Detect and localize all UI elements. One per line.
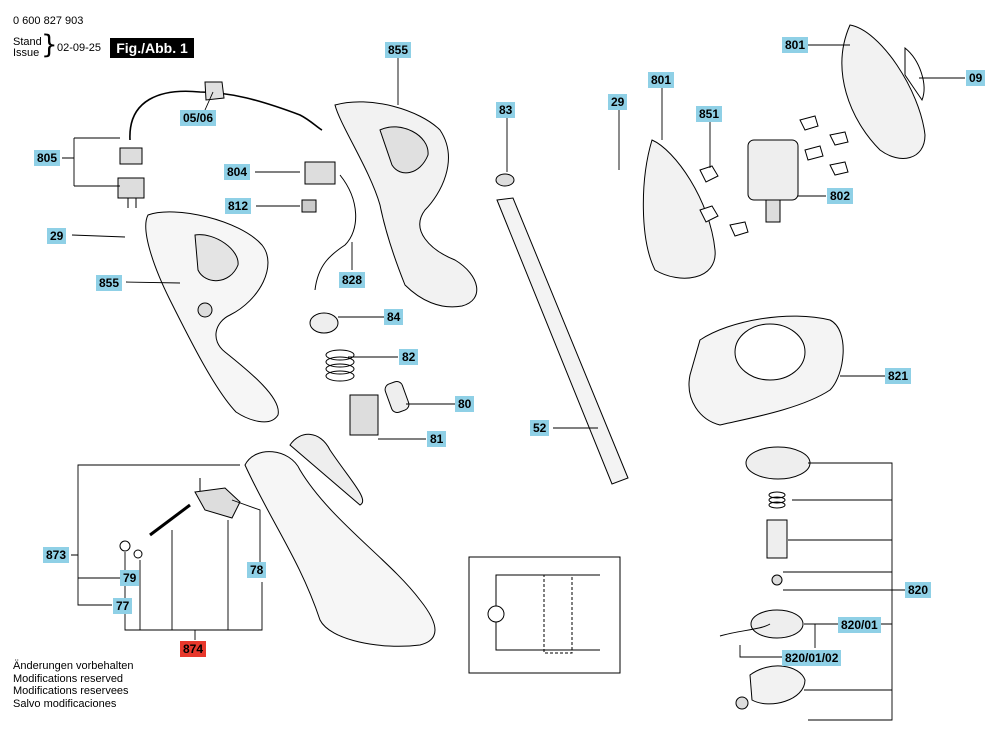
nut-set xyxy=(699,115,849,237)
part-label-09[interactable]: 09 xyxy=(966,70,986,86)
part-label-82[interactable]: 82 xyxy=(399,349,419,365)
issue-label: Issue xyxy=(13,47,40,59)
brace-glyph: } xyxy=(41,30,58,60)
part-label-801-top[interactable]: 801 xyxy=(782,37,809,53)
spring-small xyxy=(768,491,786,509)
part-label-820[interactable]: 820 xyxy=(905,582,932,598)
part-label-83[interactable]: 83 xyxy=(496,102,516,118)
footer-line: Salvo modificaciones xyxy=(13,697,117,710)
part-label-80[interactable]: 80 xyxy=(455,396,475,412)
part-label-52[interactable]: 52 xyxy=(530,420,550,436)
cap-83 xyxy=(495,173,515,187)
footer-line: Änderungen vorbehalten xyxy=(13,660,134,672)
plug-part xyxy=(117,147,145,208)
part-number: 0 600 827 903 xyxy=(13,15,84,27)
part-label-84[interactable]: 84 xyxy=(384,309,404,325)
part-label-79[interactable]: 79 xyxy=(120,570,140,586)
switch-81 xyxy=(349,394,379,436)
wire-828 xyxy=(314,174,357,291)
figure-label: Fig./Abb. 1 xyxy=(110,38,194,58)
part-label-874[interactable]: 874 xyxy=(180,641,207,657)
tube-52 xyxy=(496,197,629,485)
housing-801-top xyxy=(841,24,926,159)
part-label-81[interactable]: 81 xyxy=(427,431,447,447)
fan-wheel xyxy=(745,446,811,480)
part-label-805[interactable]: 805 xyxy=(34,150,61,166)
part-label-77[interactable]: 77 xyxy=(113,598,133,614)
part-label-29-mid[interactable]: 29 xyxy=(608,94,628,110)
part-label-821[interactable]: 821 xyxy=(885,368,912,384)
footer-line: Modifications reserved xyxy=(13,672,124,685)
handle-half-right xyxy=(334,101,478,308)
issue-date: 02-09-25 xyxy=(57,42,102,54)
housing-801-mid xyxy=(642,139,716,279)
footer-line: Modifications reservees xyxy=(13,685,129,697)
spool-cover xyxy=(749,665,806,705)
part-label-804[interactable]: 804 xyxy=(224,164,251,180)
part-label-801-mid[interactable]: 801 xyxy=(648,72,675,88)
sleeve-84 xyxy=(309,312,339,334)
capacitor-812 xyxy=(301,199,317,213)
part-label-29-left[interactable]: 29 xyxy=(47,228,67,244)
sleeve-820 xyxy=(766,519,788,559)
lower-handle xyxy=(244,451,436,647)
stand-label: Stand xyxy=(13,36,42,48)
motor-802 xyxy=(747,139,799,223)
wing-part xyxy=(194,487,241,519)
part-label-828[interactable]: 828 xyxy=(339,272,366,288)
spring-82 xyxy=(325,349,355,382)
power-cable xyxy=(129,90,323,141)
part-label-820-01-02[interactable]: 820/01/02 xyxy=(782,650,842,666)
part-label-855-top[interactable]: 855 xyxy=(385,42,412,58)
part-label-812[interactable]: 812 xyxy=(225,198,252,214)
part-label-851[interactable]: 851 xyxy=(696,106,723,122)
part-label-855-left[interactable]: 855 xyxy=(96,275,123,291)
part-80 xyxy=(384,381,410,413)
part-label-820-01[interactable]: 820/01 xyxy=(838,617,881,633)
footer-notes: Änderungen vorbehalten Modifications res… xyxy=(13,660,133,710)
handle-half-left xyxy=(145,211,279,423)
switch-804 xyxy=(304,161,336,185)
part-label-873[interactable]: 873 xyxy=(43,547,70,563)
spool-820-01 xyxy=(750,609,804,639)
part-label-78[interactable]: 78 xyxy=(247,562,267,578)
part-label-05-06[interactable]: 05/06 xyxy=(180,110,217,126)
part-label-802[interactable]: 802 xyxy=(827,188,854,204)
